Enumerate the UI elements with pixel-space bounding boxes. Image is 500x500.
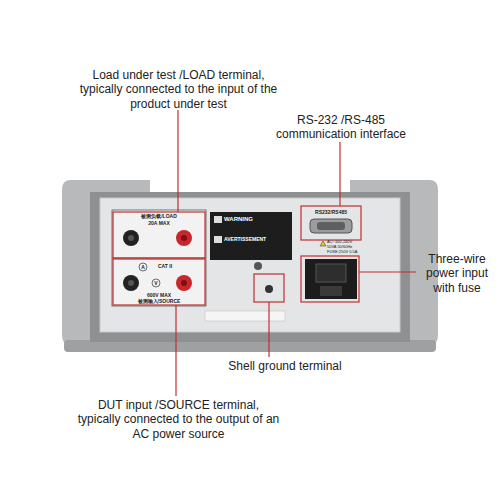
- screw: [254, 262, 262, 270]
- panel-marking: 600V MAX: [118, 292, 200, 298]
- black-jack: [123, 230, 139, 246]
- red-jack: [176, 275, 192, 291]
- callout-text: Three-wire power input with fuse: [417, 252, 497, 295]
- highlight-box: [113, 212, 205, 258]
- jack-hole: [128, 235, 134, 241]
- callout-text: RS-232 /RS-485 communication interface: [265, 113, 417, 142]
- leader-line: [268, 302, 269, 357]
- warning-icon: [214, 216, 222, 223]
- panel-marking: CAT II: [150, 263, 180, 269]
- panel-marking: 被测输入/SOURCE: [118, 298, 200, 304]
- warning-label: [210, 212, 292, 260]
- voltmeter-symbol: [152, 279, 160, 287]
- warning-text: AVERTISSEMENT: [224, 236, 290, 242]
- highlight-box: [254, 274, 284, 302]
- power-inlet: [305, 259, 357, 299]
- serial-label: [205, 311, 285, 321]
- black-jack: [123, 275, 139, 291]
- highlight-box: [301, 206, 361, 240]
- highlight-box: [113, 259, 205, 305]
- rating-text: FUSE:250V 0.5A: [327, 250, 377, 255]
- warning-icon: [214, 236, 222, 243]
- terminal-plate: [112, 210, 206, 306]
- panel-marking: 被测负载/LOAD: [118, 213, 200, 219]
- highlight-box: [301, 256, 359, 302]
- jack-hole: [128, 280, 134, 286]
- iec-socket: [316, 264, 346, 282]
- leader-line: [175, 305, 176, 396]
- ammeter-symbol: [139, 263, 147, 271]
- ground-terminal: [265, 285, 273, 293]
- warning-triangle: [320, 241, 326, 246]
- panel-marking: 20A MAX: [118, 220, 200, 226]
- callout-text: Load under test /LOAD terminal, typicall…: [71, 68, 286, 111]
- fuse-drawer: [320, 286, 342, 296]
- leader-line: [339, 142, 340, 206]
- leader-line: [177, 110, 178, 212]
- db9-connector: [310, 219, 352, 233]
- jack-hole: [181, 280, 187, 286]
- jack-hole: [181, 235, 187, 241]
- leader-line: [359, 271, 416, 272]
- meter-letter: A: [139, 264, 147, 270]
- red-jack: [176, 230, 192, 246]
- db9-pins: [317, 222, 345, 230]
- meter-letter: V: [152, 280, 160, 286]
- housing: [90, 192, 410, 342]
- rear-panel: [100, 198, 400, 332]
- warning-text: WARNING: [224, 216, 290, 223]
- callout-text: Shell ground terminal: [200, 359, 370, 373]
- port-marking: RS232/RS485: [302, 209, 360, 215]
- callout-text: DUT input /SOURCE terminal, typically co…: [76, 398, 281, 441]
